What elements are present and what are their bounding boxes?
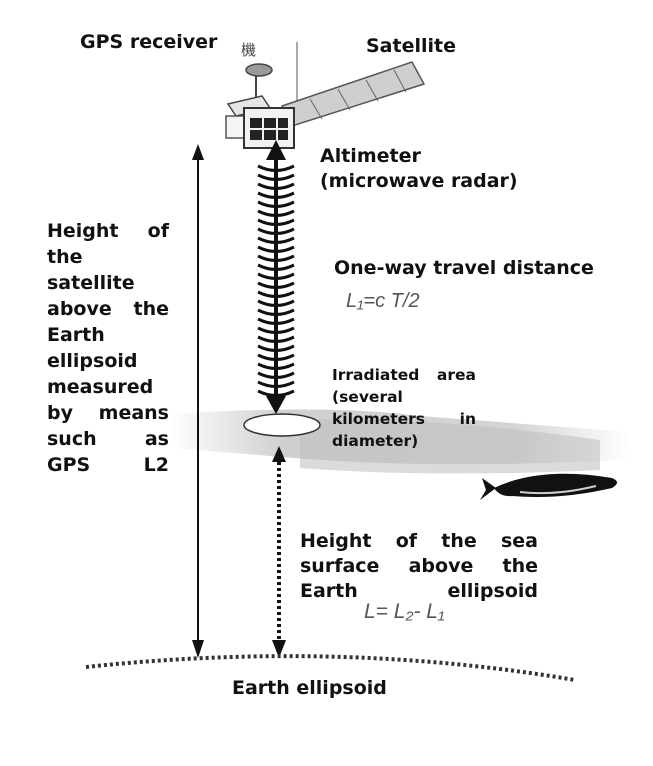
satellite-icon <box>225 42 426 149</box>
one-way-formula: L₁=c T/2 <box>346 290 420 312</box>
whale-icon <box>480 473 617 500</box>
altimeter-label: Altimeter (microwave radar) <box>320 144 518 194</box>
satellite-height-arrow <box>192 144 204 658</box>
one-way-travel-arrow <box>266 140 286 414</box>
antenna-glyph: 機 <box>241 41 257 59</box>
one-way-label: One-way travel distance <box>334 257 594 279</box>
altimeter-title: Altimeter <box>320 145 421 167</box>
irradiated-footprint <box>243 413 321 437</box>
sea-height-formula: L= L₂- L₁ <box>364 600 445 623</box>
earth-ellipsoid-label: Earth ellipsoid <box>232 677 387 699</box>
irradiated-area-label: Irradiated area (several kilometers in d… <box>332 366 476 450</box>
satellite-height-label: Height of the satellite above the Earth … <box>47 220 169 476</box>
sea-height-arrow <box>272 446 286 658</box>
gps-receiver-label: GPS receiver <box>80 31 218 53</box>
sea-height-label: Height of the sea surface above the Eart… <box>300 530 538 602</box>
satellite-label: Satellite <box>366 35 456 57</box>
altimeter-subtitle: (microwave radar) <box>320 170 518 192</box>
